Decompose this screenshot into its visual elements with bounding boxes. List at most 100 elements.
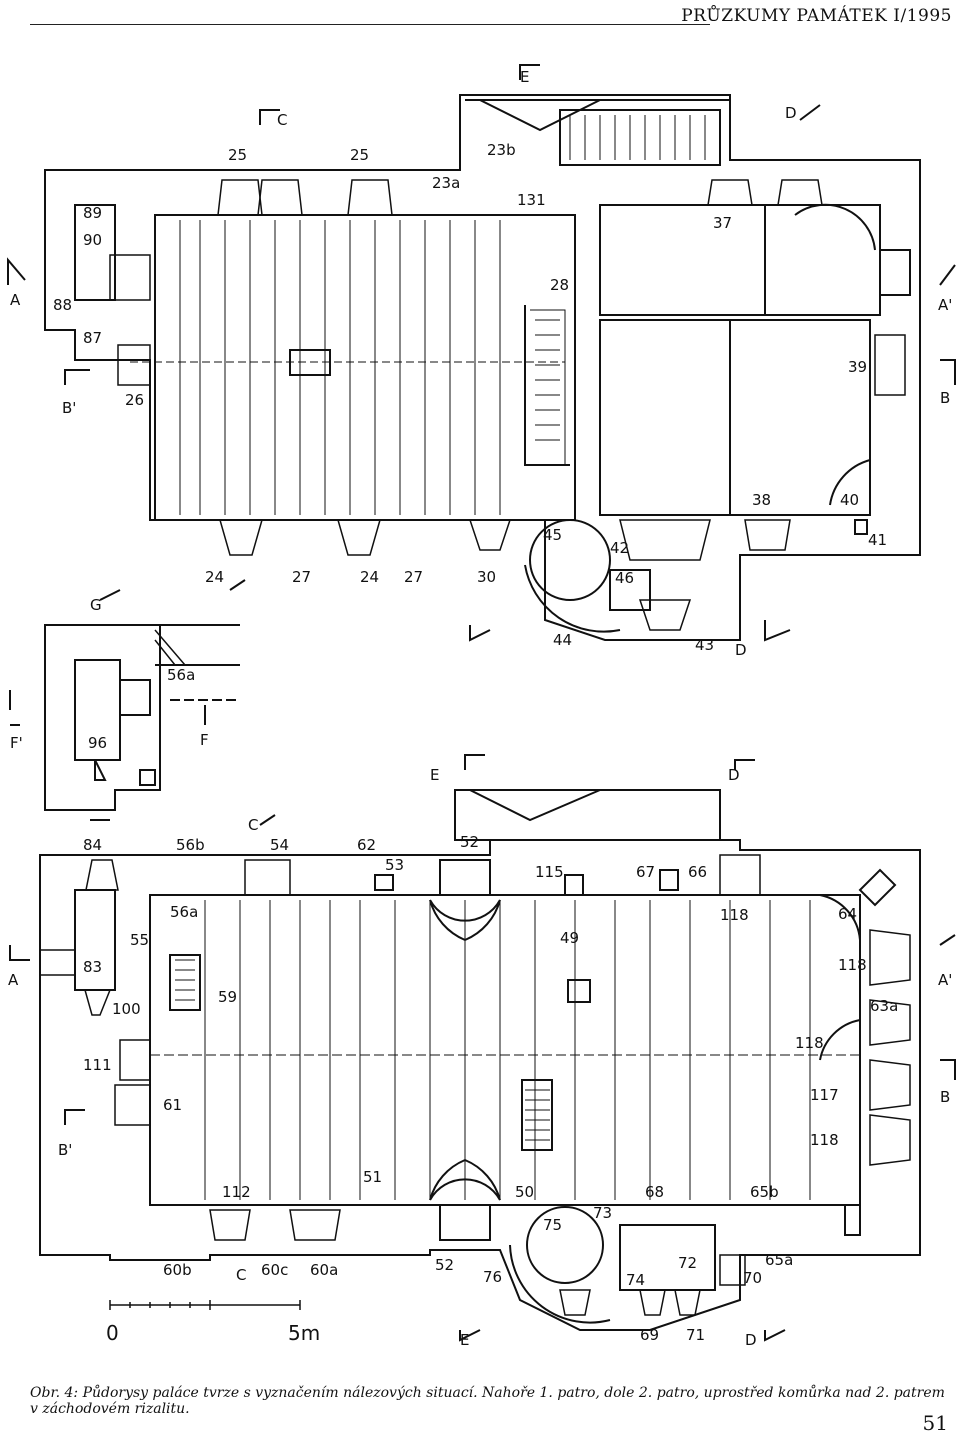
room-label-first-floor-25: 43 bbox=[695, 636, 714, 654]
room-label-second-floor-3: 62 bbox=[357, 836, 376, 854]
section-marker-8: F bbox=[200, 731, 209, 749]
section-marker-6: E bbox=[520, 68, 529, 86]
room-label-second-floor-30: 73 bbox=[593, 1204, 612, 1222]
room-label-second-floor-26: 50 bbox=[515, 1183, 534, 1201]
room-label-first-floor-16: 45 bbox=[543, 526, 562, 544]
room-label-second-floor-6: 115 bbox=[535, 863, 564, 881]
room-label-second-floor-0: 84 bbox=[83, 836, 102, 854]
room-label-second-floor-24: 112 bbox=[222, 1183, 251, 1201]
room-label-first-floor-17: 42 bbox=[610, 539, 629, 557]
room-label-second-floor-1: 56b bbox=[176, 836, 205, 854]
room-label-second-floor-8: 66 bbox=[688, 863, 707, 881]
section-marker-9: F' bbox=[10, 734, 23, 752]
section-marker-lower-7: E bbox=[460, 1331, 469, 1349]
room-label-second-floor-16: 63a bbox=[870, 997, 898, 1015]
first-floor-beams bbox=[130, 115, 706, 515]
room-label-second-floor-19: 111 bbox=[83, 1056, 112, 1074]
room-label-second-floor-5: 53 bbox=[385, 856, 404, 874]
room-label-first-floor-23: 30 bbox=[477, 568, 496, 586]
room-label-second-floor-38: 70 bbox=[743, 1269, 762, 1287]
room-label-second-floor-41: 71 bbox=[686, 1326, 705, 1344]
page-number: 51 bbox=[922, 1411, 948, 1435]
section-markers bbox=[7, 64, 956, 1342]
room-label-second-floor-36: 74 bbox=[626, 1271, 645, 1289]
room-label-first-floor-21: 24 bbox=[360, 568, 379, 586]
room-label-first-floor-24: 44 bbox=[553, 631, 572, 649]
room-label-second-floor-11: 83 bbox=[83, 958, 102, 976]
room-label-first-floor-0: 25 bbox=[228, 146, 247, 164]
section-marker-lower-3: B' bbox=[58, 1141, 72, 1159]
section-marker-lower-9: C bbox=[236, 1266, 246, 1284]
room-label-second-floor-23: 118 bbox=[810, 1131, 839, 1149]
floor-plans: 252523b23a131378990288887263938404145424… bbox=[7, 64, 956, 1349]
first-floor-niches bbox=[109, 179, 906, 631]
room-label-first-floor-5: 37 bbox=[713, 214, 732, 232]
section-marker-10: G bbox=[90, 596, 102, 614]
room-label-first-floor-9: 88 bbox=[53, 296, 72, 314]
scale-bar bbox=[109, 1300, 301, 1310]
room-label-first-floor-22: 27 bbox=[404, 568, 423, 586]
room-label-second-floor-18: 100 bbox=[112, 1000, 141, 1018]
room-label-second-floor-39: 65a bbox=[765, 1251, 793, 1269]
section-marker-lower-6: E bbox=[430, 766, 439, 784]
section-marker-0: A bbox=[10, 291, 21, 309]
room-label-second-floor-27: 68 bbox=[645, 1183, 664, 1201]
room-label-first-floor-19: 24 bbox=[205, 568, 224, 586]
section-marker-lower-1: A' bbox=[938, 971, 952, 989]
scale-label-zero: 0 bbox=[106, 1321, 119, 1345]
room-label-second-floor-33: 60a bbox=[310, 1261, 338, 1279]
room-label-second-floor-9: 56a bbox=[170, 903, 198, 921]
room-label-second-floor-12: 49 bbox=[560, 929, 579, 947]
room-label-first-floor-7: 90 bbox=[83, 231, 102, 249]
section-marker-lower-0: A bbox=[8, 971, 19, 989]
room-label-first-floor-20: 27 bbox=[292, 568, 311, 586]
section-marker-lower-5: D bbox=[728, 766, 740, 784]
room-label-first-floor-10: 87 bbox=[83, 329, 102, 347]
room-label-second-floor-10: 55 bbox=[130, 931, 149, 949]
room-label-first-floor-15: 41 bbox=[868, 531, 887, 549]
room-label-second-floor-32: 60c bbox=[261, 1261, 288, 1279]
room-label-second-floor-40: 69 bbox=[640, 1326, 659, 1344]
room-label-second-floor-31: 60b bbox=[163, 1261, 192, 1279]
room-label-second-floor-2: 54 bbox=[270, 836, 289, 854]
running-head: PRŮZKUMY PAMÁTEK I/1995 bbox=[681, 6, 952, 26]
section-marker-5: D bbox=[785, 104, 797, 122]
room-label-second-floor-29: 75 bbox=[543, 1216, 562, 1234]
second-floor-niches bbox=[39, 854, 911, 1316]
room-label-second-floor-17: 59 bbox=[218, 988, 237, 1006]
room-label-first-floor-4: 131 bbox=[517, 191, 546, 209]
room-label-second-floor-13: 118 bbox=[720, 906, 749, 924]
room-label-first-floor-13: 38 bbox=[752, 491, 771, 509]
room-label-second-floor-14: 64 bbox=[838, 905, 857, 923]
room-label-second-floor-35: 76 bbox=[483, 1268, 502, 1286]
room-label-first-floor-14: 40 bbox=[840, 491, 859, 509]
section-marker-3: B' bbox=[62, 399, 76, 417]
room-label-second-floor-15: 118 bbox=[838, 956, 867, 974]
header-rule bbox=[30, 24, 710, 25]
room-label-first-floor-8: 28 bbox=[550, 276, 569, 294]
section-marker-1: A' bbox=[938, 296, 952, 314]
section-marker-lower-8: D bbox=[745, 1331, 757, 1349]
room-label-second-floor-20: 118 bbox=[795, 1034, 824, 1052]
room-label-first-floor-18: 46 bbox=[615, 569, 634, 587]
scale-label-five-meters: 5m bbox=[288, 1321, 320, 1345]
section-marker-2: B bbox=[940, 389, 950, 407]
figure-caption: Obr. 4: Půdorysy paláce tvrze s vyznačen… bbox=[30, 1385, 945, 1417]
room-label-second-floor-7: 67 bbox=[636, 863, 655, 881]
room-label-second-floor-22: 117 bbox=[810, 1086, 839, 1104]
section-marker-lower-2: B bbox=[940, 1088, 950, 1106]
room-label-first-floor-2: 23b bbox=[487, 141, 516, 159]
room-label-first-floor-12: 39 bbox=[848, 358, 867, 376]
second-floor-plan bbox=[39, 789, 921, 1331]
room-label-second-floor-28: 65b bbox=[750, 1183, 779, 1201]
room-label-second-floor-37: 72 bbox=[678, 1254, 697, 1272]
section-marker-4: C bbox=[277, 111, 287, 129]
room-label-second-floor-21: 61 bbox=[163, 1096, 182, 1114]
room-label-second-floor-4: 52 bbox=[460, 833, 479, 851]
room-label-chamber-0: 56a bbox=[167, 666, 195, 684]
room-label-first-floor-6: 89 bbox=[83, 204, 102, 222]
room-label-chamber-1: 96 bbox=[88, 734, 107, 752]
room-label-first-floor-3: 23a bbox=[432, 174, 460, 192]
section-marker-lower-4: C bbox=[248, 816, 258, 834]
section-marker-7: D bbox=[735, 641, 747, 659]
